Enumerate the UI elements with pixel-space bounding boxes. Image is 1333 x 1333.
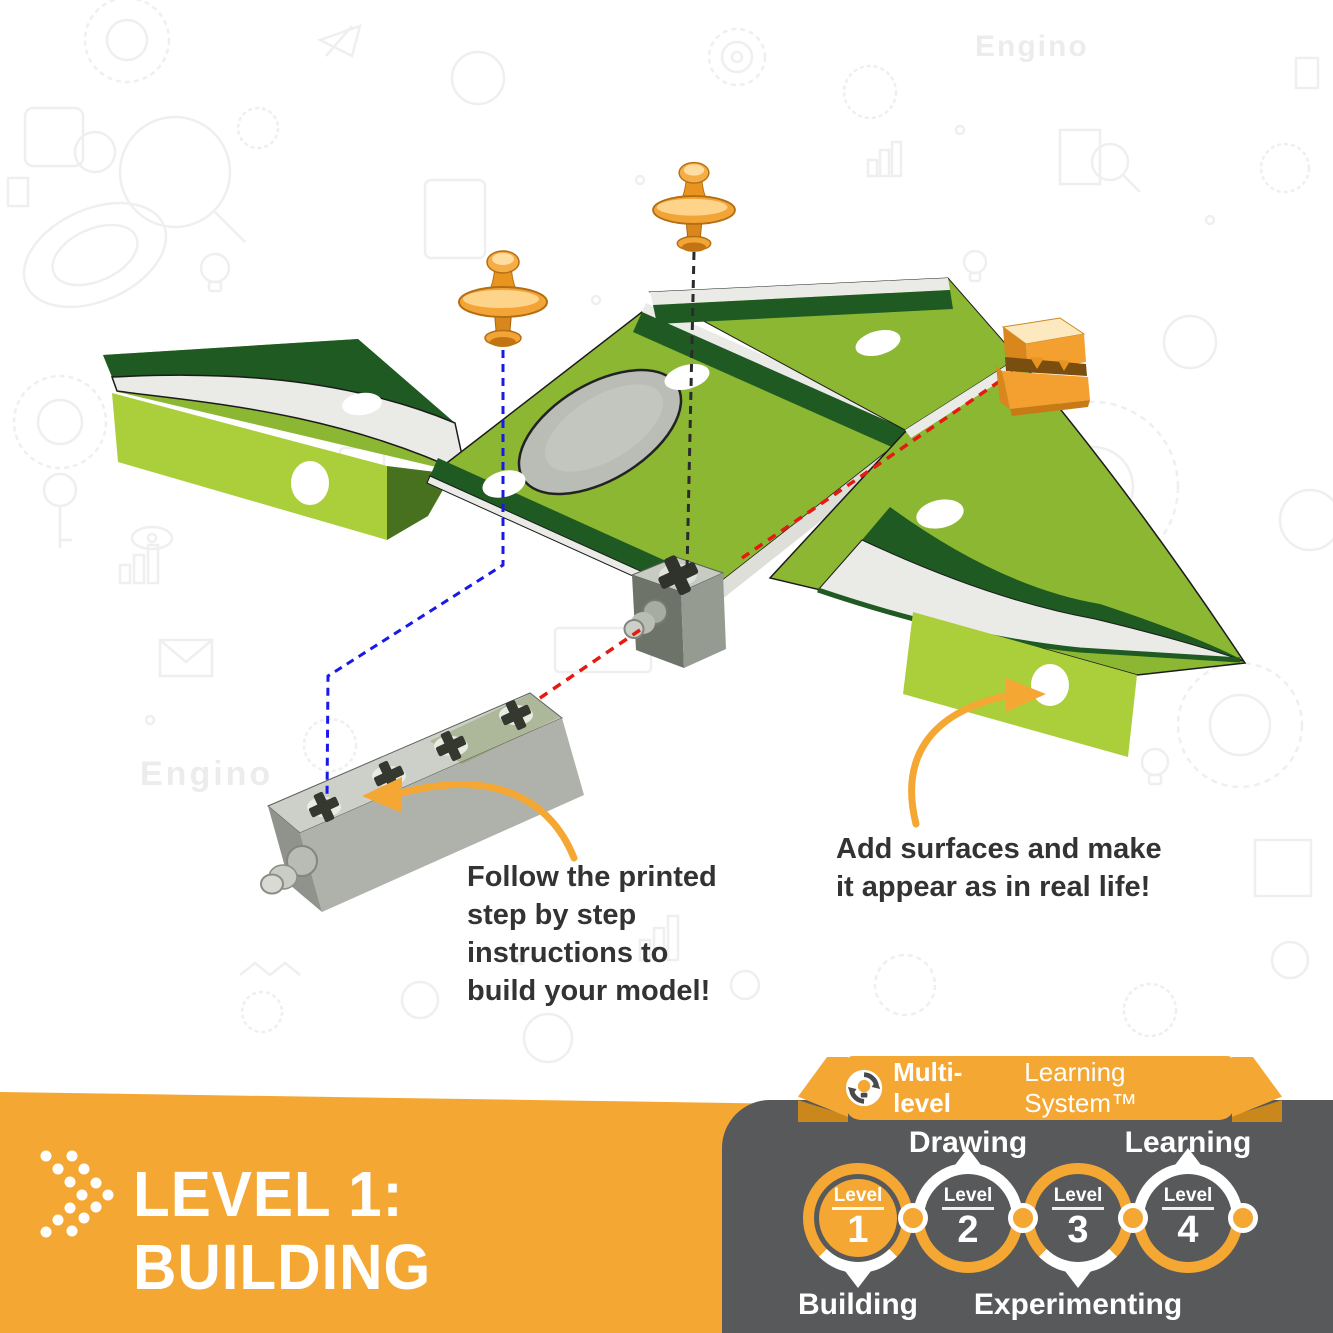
level-3-word: Level: [1051, 1186, 1105, 1210]
red-dashed-guide-lower: [536, 628, 641, 702]
arrowhead-right-icon: [1006, 678, 1046, 712]
level-3-number: 3: [1067, 1209, 1089, 1251]
level-4-word: Level: [1161, 1186, 1215, 1210]
level-3-badge: Level 3: [1039, 1179, 1117, 1257]
level-4-number: 4: [1177, 1209, 1199, 1251]
level-2-pointer: [955, 1148, 981, 1165]
left-wing-surface: [103, 339, 468, 540]
note-add-surfaces: Add surfaces and make it appear as in re…: [836, 833, 1162, 903]
level-1-word: Level: [831, 1186, 885, 1210]
annotation-arrows: [362, 678, 1046, 862]
note-build-instructions: Follow the printed step by step instruct…: [467, 861, 717, 1007]
level-2-badge: Level 2: [929, 1179, 1007, 1257]
level-3-circle: Level 3: [1023, 1163, 1133, 1288]
level-1-badge: Level 1: [819, 1179, 897, 1257]
level-1-circle: Level 1: [803, 1163, 913, 1288]
dotted-chevron-right-icon: [40, 1150, 114, 1238]
cube-connector: [623, 555, 726, 668]
connector-dot-4: [1228, 1203, 1258, 1233]
svg-text:Engino: Engino: [975, 30, 1089, 63]
ribbon-title-bold: Multi-level: [893, 1057, 963, 1118]
level-4-pointer: [1175, 1148, 1201, 1165]
level-4-badge: Level 4: [1149, 1179, 1227, 1257]
level-1-pointer: [845, 1271, 871, 1288]
label-experimenting: Experimenting: [973, 1288, 1183, 1321]
orange-pin-right: [652, 161, 736, 252]
level-4-circle: Level 4: [1133, 1148, 1243, 1273]
ribbon-title-regular: Learning System™: [1024, 1057, 1137, 1118]
orange-pin-left: [458, 250, 548, 347]
arrow-to-beam: [394, 781, 578, 862]
svg-text:Engino: Engino: [140, 755, 273, 793]
beam-sockets: [307, 699, 533, 823]
label-building: Building: [798, 1288, 918, 1321]
connector-dot-1: [898, 1203, 928, 1233]
level-2-circle: Level 2: [913, 1148, 1023, 1273]
right-wing-surface: [768, 357, 1247, 757]
red-dashed-guide-upper: [741, 370, 1014, 560]
level-4-ring: [1133, 1163, 1243, 1273]
connector-dot-2: [1008, 1203, 1038, 1233]
arrow-to-wing: [908, 691, 1014, 828]
beam-connector: [260, 692, 584, 912]
circular-arrows-lightbulb-icon: [845, 1069, 883, 1107]
level-1-number: 1: [847, 1209, 869, 1251]
upper-strip-surface: [648, 277, 1019, 431]
level-2-ring: [913, 1163, 1023, 1273]
level-2-word: Level: [941, 1186, 995, 1210]
orange-clip-connector: [996, 317, 1090, 416]
level-3-pointer: [1065, 1271, 1091, 1288]
connector-dot-3: [1118, 1203, 1148, 1233]
arrowhead-left-icon: [362, 777, 402, 813]
learning-system-ribbon: Multi-level Learning System™: [845, 1056, 1235, 1120]
level-2-number: 2: [957, 1209, 979, 1251]
black-dashed-guide: [685, 251, 696, 571]
footer-level-title: LEVEL 1: BUILDING: [133, 1158, 432, 1303]
level-3-ring: [1023, 1163, 1133, 1273]
